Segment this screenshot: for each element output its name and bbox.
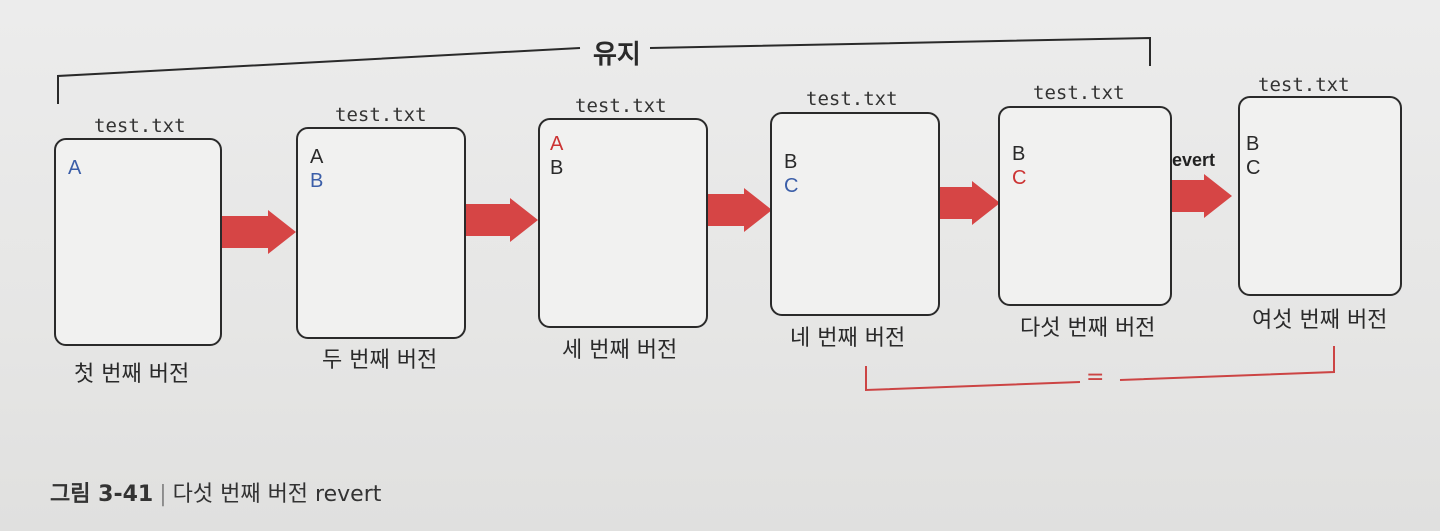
transition-arrow-5 <box>1164 174 1232 218</box>
version-label-5: 다섯 번째 버전 <box>1020 316 1156 341</box>
file-line: A <box>550 133 564 155</box>
transition-arrow-3 <box>708 188 772 232</box>
equal-label: = <box>1086 365 1105 390</box>
file-line: C <box>784 175 799 197</box>
file-line: A <box>310 146 324 168</box>
version-box-3: A B <box>538 118 708 328</box>
file-name-label: test.txt <box>575 95 667 117</box>
keep-label: 유지 <box>593 40 641 70</box>
version-box-5: B C <box>998 106 1172 306</box>
version-label-4: 네 번째 버전 <box>790 326 906 351</box>
file-line: B <box>310 170 324 192</box>
version-box-2: A B <box>296 127 466 339</box>
file-line: B <box>1012 143 1026 165</box>
transition-arrow-4 <box>940 181 1000 225</box>
version-box-4: B C <box>770 112 940 316</box>
top-bracket-right <box>649 36 1151 66</box>
file-name-label: test.txt <box>335 104 427 126</box>
caption-text: 다섯 번째 버전 revert <box>172 482 382 507</box>
version-label-3: 세 번째 버전 <box>562 338 678 363</box>
file-name-label: test.txt <box>1033 82 1125 104</box>
bottom-bracket-right <box>1119 346 1335 381</box>
file-name-label: test.txt <box>1258 74 1350 96</box>
file-line: B <box>550 157 564 179</box>
file-line: C <box>1012 167 1027 189</box>
bottom-bracket-left <box>865 366 1081 392</box>
version-label-6: 여섯 번째 버전 <box>1252 308 1388 333</box>
caption-separator: | <box>159 482 167 507</box>
file-line: A <box>68 157 82 179</box>
figure-caption: 그림 3-41|다섯 번째 버전 revert <box>50 476 381 508</box>
top-bracket <box>57 47 581 104</box>
version-label-2: 두 번째 버전 <box>322 348 438 373</box>
transition-arrow-2 <box>466 198 538 242</box>
transition-arrow-1 <box>222 210 296 254</box>
file-name-label: test.txt <box>94 115 186 137</box>
file-line: B <box>784 151 798 173</box>
caption-number: 그림 3-41 <box>50 482 154 507</box>
version-label-1: 첫 번째 버전 <box>74 362 190 387</box>
file-name-label: test.txt <box>806 88 898 110</box>
version-box-6: B C <box>1238 96 1402 296</box>
revert-label: revert <box>1165 150 1216 170</box>
file-line: B <box>1246 133 1260 155</box>
version-box-1: A <box>54 138 222 346</box>
file-line: C <box>1246 157 1261 179</box>
